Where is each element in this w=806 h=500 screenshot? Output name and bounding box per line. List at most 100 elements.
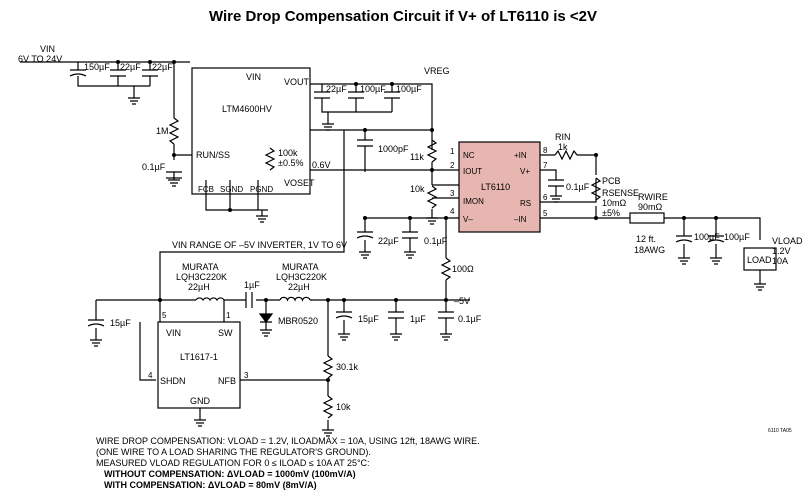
cvm2-value: 0.1µF xyxy=(424,236,448,246)
neg5-label: –5V xyxy=(454,296,470,306)
l1-value: 22µH xyxy=(188,282,210,292)
rwire-label: RWIRE xyxy=(638,192,668,202)
res-fb10k-value: 10k xyxy=(336,402,351,412)
lt6110-box xyxy=(458,141,541,233)
voset-res-value: 100k xyxy=(278,148,298,158)
lt1617-pin1: 1 xyxy=(226,311,231,320)
cn2-value: 1µF xyxy=(410,314,426,324)
res-30k-value: 30.1k xyxy=(336,362,359,372)
cin2-value: 22µF xyxy=(120,62,141,72)
lt1617-shdn-pin: SHDN xyxy=(160,376,186,386)
pin-num-8: 8 xyxy=(543,146,548,155)
cn3-value: 0.1µF xyxy=(458,314,482,324)
figure-ref: 6110 TA05 xyxy=(768,428,792,434)
note-line-5: WITH COMPENSATION: ΔVLOAD = 80mV (8mV/A) xyxy=(104,480,317,490)
l2-value: 22µH xyxy=(288,282,310,292)
voset-res-tol: ±0.5% xyxy=(278,158,303,168)
ltm-voset-pin: VOSET xyxy=(284,178,315,188)
lt1617-pin3: 3 xyxy=(244,371,249,380)
cin1-value: 150µF xyxy=(84,62,110,72)
rsense-pcb: PCB xyxy=(602,176,621,186)
l1-maker: MURATA xyxy=(182,262,219,272)
res-1m-value: 1M xyxy=(156,126,169,136)
pin-num-2: 2 xyxy=(450,161,455,170)
rwire-length: 12 ft. xyxy=(636,234,656,244)
vload-label: VLOAD xyxy=(772,236,803,246)
cvm1-value: 22µF xyxy=(378,236,399,246)
lt6110-pin-plusin: +IN xyxy=(514,151,527,160)
cout3-value: 100µF xyxy=(396,84,422,94)
ltm-vout-pin: VOUT xyxy=(284,77,310,87)
rwire-value: 90mΩ xyxy=(638,202,663,212)
load-name: LOAD xyxy=(747,255,772,265)
lt6110-pin-vplus: V+ xyxy=(520,167,530,176)
cn1-value: 15µF xyxy=(358,314,379,324)
rsense-tol: ±5% xyxy=(602,208,620,218)
pin-num-3: 3 xyxy=(450,189,455,198)
wires xyxy=(20,61,761,396)
lt6110-pin-rs: RS xyxy=(520,199,531,208)
lt1617-pin5: 5 xyxy=(162,311,167,320)
note-line-1: WIRE DROP COMPENSATION: VLOAD = 1.2V, IL… xyxy=(96,436,480,446)
design-notes: WIRE DROP COMPENSATION: VLOAD = 1.2V, IL… xyxy=(96,436,480,491)
lt1617-sw-pin: SW xyxy=(218,328,233,338)
l2-maker: MURATA xyxy=(282,262,319,272)
l2-part: LQH3C220K xyxy=(276,272,327,282)
lt1617-gnd-pin: GND xyxy=(190,396,211,406)
res-11k-value: 11k xyxy=(410,152,424,162)
ltm-run-pin: RUN/SS xyxy=(196,150,230,160)
lt1617-vin-pin: VIN xyxy=(166,328,181,338)
lt1617-box xyxy=(157,321,241,409)
lt6110-pin-vminus: V– xyxy=(463,215,473,224)
cinv-value: 15µF xyxy=(110,318,131,328)
note-line-2: (ONE WIRE TO A LOAD SHARING THE REGULATO… xyxy=(96,447,371,457)
pin-num-5: 5 xyxy=(543,209,548,218)
pin-num-1: 1 xyxy=(450,147,455,156)
rsense-value: 10mΩ xyxy=(602,198,627,208)
vreg-label: VREG xyxy=(424,66,450,76)
grounds xyxy=(90,97,766,437)
cin3-value: 22µF xyxy=(152,62,173,72)
cap-vplus-value: 0.1µF xyxy=(566,182,590,192)
ltm4600-box xyxy=(191,67,311,195)
inverter-range-label: VIN RANGE OF –5V INVERTER, 1V TO 6V xyxy=(172,240,347,250)
res-10k-value: 10k xyxy=(410,184,425,194)
l1-part: LQH3C220K xyxy=(176,272,227,282)
lt1617-name: LT1617-1 xyxy=(180,352,218,362)
vin-range: 6V TO 24V xyxy=(18,54,62,64)
ltm4600-name: LTM4600HV xyxy=(222,104,272,114)
vload-current: 10A xyxy=(772,256,788,266)
cload1-value: 100µF xyxy=(694,232,720,242)
pin-num-7: 7 xyxy=(543,161,548,170)
lt6110-pin-iout: IOUT xyxy=(463,167,482,176)
diagram-title: Wire Drop Compensation Circuit if V+ of … xyxy=(208,8,597,25)
junctions xyxy=(116,60,718,382)
ltm-sgnd-pin: SGND xyxy=(220,185,243,194)
coupling-cap-value: 1µF xyxy=(244,280,260,290)
cload2-value: 100µF xyxy=(724,232,750,242)
voset-voltage: 0.6V xyxy=(312,160,331,170)
note-line-4: WITHOUT COMPENSATION: ΔVLOAD = 1000mV (1… xyxy=(104,469,356,479)
rsense-label: RSENSE xyxy=(602,188,639,198)
lt6110-pin-imon: IMON xyxy=(463,197,484,206)
vin-label: VIN xyxy=(40,44,55,54)
pin-num-4: 4 xyxy=(450,207,455,216)
lt1617-nfb-pin: NFB xyxy=(218,376,236,386)
cout2-value: 100µF xyxy=(360,84,386,94)
res-100-value: 100Ω xyxy=(452,264,474,274)
vload-voltage: 1.2V xyxy=(772,246,791,256)
diode-part: MBR0520 xyxy=(278,316,318,326)
lt6110-pin-minusin: –IN xyxy=(514,215,527,224)
resistors xyxy=(168,117,602,419)
rwire-resistor xyxy=(629,212,665,224)
lt6110-pin-nc: NC xyxy=(463,151,475,160)
rwire-gauge: 18AWG xyxy=(634,245,665,255)
rin-value: 1k xyxy=(558,142,568,152)
lt1617-pin4: 4 xyxy=(148,371,153,380)
cout1-value: 22µF xyxy=(326,84,347,94)
cap-run-value: 0.1µF xyxy=(142,162,166,172)
inductors xyxy=(195,296,311,302)
lt6110-name: LT6110 xyxy=(481,182,510,192)
pin-num-6: 6 xyxy=(543,193,548,202)
